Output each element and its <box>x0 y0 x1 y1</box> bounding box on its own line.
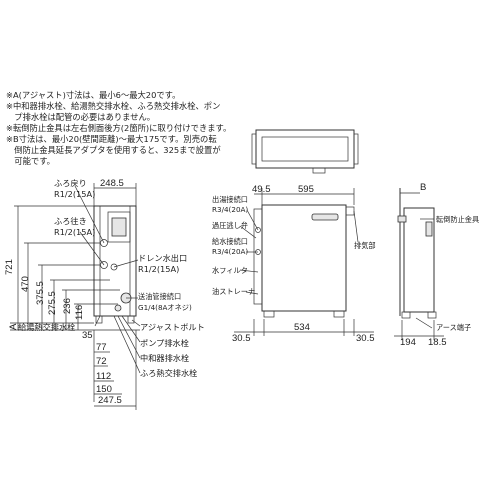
dim-194: 194 <box>400 337 416 348</box>
label-water-inlet: 給水接続口 <box>212 237 248 246</box>
leader <box>246 209 259 231</box>
pipe-furo-modori <box>100 239 108 247</box>
top-view <box>251 129 359 174</box>
label-drain-outlet-size: R1/2(15A) <box>138 264 179 274</box>
dim-77: 77 <box>96 342 107 353</box>
label-water-filter: 水フィルタ <box>212 266 248 275</box>
dim-18-5: 18.5 <box>428 337 447 348</box>
control-box <box>107 211 131 243</box>
exhaust-port <box>345 206 355 216</box>
dim-height: 721 <box>4 259 15 275</box>
pipe-furo-yuki <box>100 261 108 269</box>
pipe-hot-outlet <box>255 227 261 233</box>
right-foot <box>427 311 437 319</box>
dim-b: B <box>420 182 426 193</box>
dim-116: 116 <box>74 305 85 320</box>
label-oil-pipe: 送油管接続口 <box>138 292 181 301</box>
control-panel <box>111 217 127 237</box>
dim-30-5-left: 30.5 <box>232 333 251 344</box>
leader <box>131 319 141 327</box>
front-handle <box>311 213 339 221</box>
label-exhaust: 排気部 <box>354 241 376 250</box>
label-hot-outlet: 出湯接続口 <box>212 195 248 204</box>
right-handle <box>425 221 433 237</box>
dim-275-5: 275.5 <box>47 291 58 315</box>
top-view-side-right <box>353 133 359 165</box>
label-tip-bracket: 転倒防止金具 <box>436 215 479 224</box>
front-foot <box>263 310 275 318</box>
label-hot-outlet-size: R3/4(20A) <box>212 205 248 214</box>
note-line: ※A(アジャスト)寸法は、最小6～最大20です。 <box>6 90 180 100</box>
tip-bracket <box>397 215 407 223</box>
top-view-panel <box>261 136 349 162</box>
label-oil-strainer: 油ストレーナ <box>212 287 255 296</box>
top-view-body <box>255 129 355 169</box>
leader <box>415 317 433 329</box>
dim-470: 470 <box>20 276 31 292</box>
dim-534: 534 <box>294 322 310 333</box>
top-view-side-left <box>251 133 257 165</box>
leader <box>94 315 101 327</box>
label-hot-hx-drain: 給湯熱交排水栓 <box>18 322 75 332</box>
leader <box>353 210 359 243</box>
note-line: 可能です。 <box>6 156 55 166</box>
dim-width-top: 248.5 <box>100 178 124 189</box>
leader <box>121 315 141 343</box>
leader <box>239 269 259 273</box>
front-foot <box>333 310 345 318</box>
notes-block: ※A(アジャスト)寸法は、最小6～最大20です。 ※中和器排水栓、給湯熱交排水栓… <box>6 90 231 166</box>
dim-150: 150 <box>96 384 112 395</box>
label-furo-yuki-size: R1/2(15A) <box>54 227 95 237</box>
dim-35: 35 <box>82 330 93 341</box>
label-pump-drain: ポンプ排水栓 <box>140 338 189 348</box>
drain-plug <box>114 304 122 312</box>
dim-375-5: 375.5 <box>35 281 46 305</box>
dim-236: 236 <box>62 298 73 314</box>
leader <box>79 231 105 266</box>
dim-112: 112 <box>96 371 111 382</box>
label-earth-terminal: アース端子 <box>436 323 471 332</box>
label-furo-modori: ふろ戻り <box>54 178 87 188</box>
label-overheat-valve: 過圧逃し弁 <box>212 221 248 230</box>
label-furo-modori-size: R1/2(15A) <box>54 189 95 199</box>
pipe-drain <box>110 263 118 271</box>
left-body-outline <box>93 205 137 317</box>
label-furo-yuki: ふろ往き <box>54 216 87 226</box>
top-view-tab <box>312 167 326 174</box>
leader <box>113 259 139 268</box>
left-side-view: 248.5 721 470 375.5 275.5 236 116 <box>4 178 205 410</box>
right-body-outline <box>403 207 435 313</box>
label-furo-hx-drain: ふろ熱交排水栓 <box>140 368 197 378</box>
label-oil-pipe-size: G1/4(8Aオネジ) <box>138 303 192 312</box>
dim-72: 72 <box>96 356 107 367</box>
label-neutralizer-drain: 中和器排水栓 <box>140 353 189 363</box>
note-line: 倒防止金具延長アダプタを使用すると、325まで設置が <box>6 145 221 155</box>
leader <box>245 291 259 295</box>
dim-247-5: 247.5 <box>98 395 122 406</box>
adjust-foot <box>95 315 103 324</box>
note-line: ※B寸法は、最小20(壁間距離)～最大175です。別売の転 <box>6 134 217 144</box>
dim-49-5: 49.5 <box>252 184 271 195</box>
note-line: ※中和器排水栓、給湯熱交排水栓、ふろ熱交排水栓、ポン <box>6 101 220 111</box>
dim-30-5-right: 30.5 <box>356 333 375 344</box>
leader <box>74 185 105 244</box>
dim-595: 595 <box>298 184 314 195</box>
label-drain-outlet: ドレン水出口 <box>138 253 187 263</box>
right-foot <box>401 311 411 319</box>
label-water-inlet-size: R3/4(20A) <box>212 247 248 256</box>
front-view: 49.5 595 出湯接続口 R3/4(20A) 過圧逃し弁 給水接続口 R3/… <box>212 184 376 344</box>
dim-a: A <box>8 323 19 330</box>
label-adjust-bolt: アジャストボルト <box>140 322 205 332</box>
note-line: ※転倒防止金具は左右側面後方(2箇所)に取り付けできます。 <box>6 123 231 133</box>
leader <box>239 225 257 239</box>
adjust-foot <box>127 315 135 324</box>
front-side-pipes <box>253 208 263 305</box>
front-body-outline <box>261 204 347 312</box>
right-side-view: B 転倒防止金具 アース端子 194 18.5 <box>394 182 479 348</box>
note-line: プ排水栓は配管の必要はありません。 <box>6 112 155 122</box>
